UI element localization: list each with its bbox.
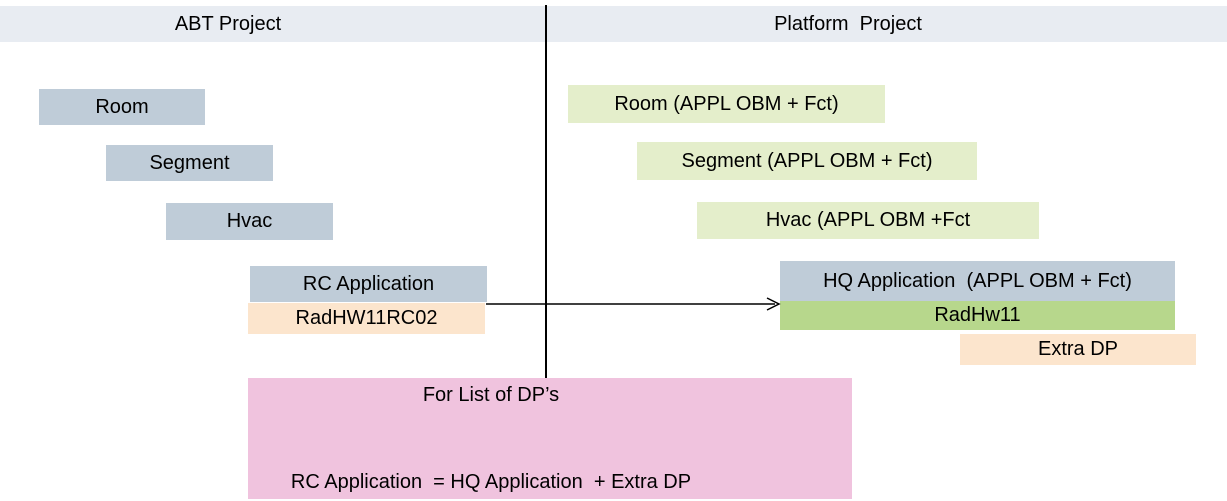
platform-hq-application-box: HQ Application (APPL OBM + Fct) [780,261,1175,301]
abt-hvac-box: Hvac [166,203,333,240]
header-abt-project: ABT Project [174,13,282,35]
platform-extra-dp-box: Extra DP [960,334,1196,365]
platform-radhw11-box: RadHw11 [780,301,1175,330]
header-platform-project: Platform Project [774,13,922,35]
abt-rc-application-box: RC Application [250,266,487,302]
abt-segment-box: Segment [106,145,273,181]
arrow-rc-to-hq-icon [486,297,781,311]
divider-line [545,5,547,378]
note-line2: RC Application = HQ Application + Extra … [290,470,692,493]
note-text: For List of DP’s RC Application = HQ App… [248,323,734,501]
platform-hvac-box: Hvac (APPL OBM +Fct [697,202,1039,239]
platform-room-box: Room (APPL OBM + Fct) [568,85,885,123]
note-box: For List of DP’s RC Application = HQ App… [248,378,852,499]
platform-segment-box: Segment (APPL OBM + Fct) [637,142,977,180]
abt-radhw11rc02-box: RadHW11RC02 [248,303,485,334]
header-band [0,6,1227,42]
note-line1: For List of DP’s [422,383,560,406]
abt-room-box: Room [39,89,205,125]
